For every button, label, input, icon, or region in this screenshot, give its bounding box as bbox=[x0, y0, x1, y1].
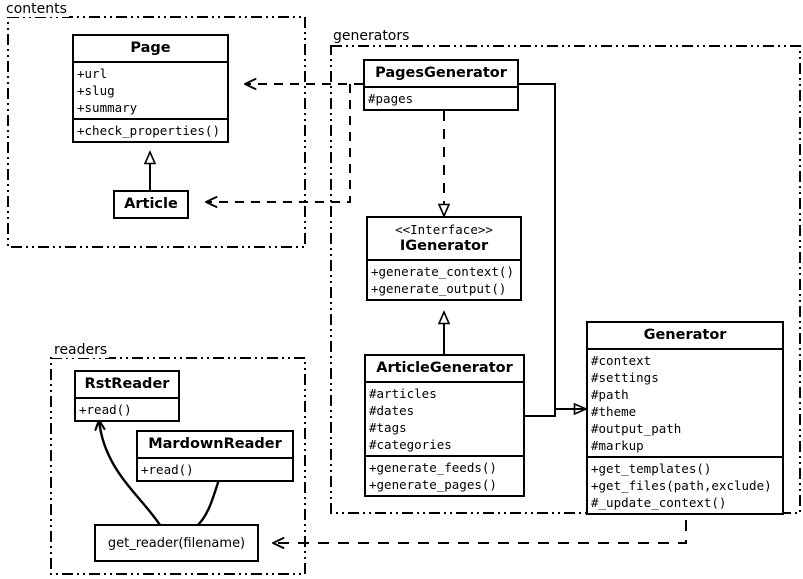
class-box-article[interactable]: Article bbox=[113, 190, 189, 220]
method-check-properties: +check_properties() bbox=[77, 123, 220, 139]
method-generate-output: +generate_output() bbox=[371, 280, 507, 296]
method-update-context: #_update_context() bbox=[591, 495, 727, 511]
class-box-page[interactable]: Page +url +slug +summary +check_properti… bbox=[72, 34, 229, 144]
class-methods-igenerator: +generate_context() +generate_output() bbox=[368, 258, 520, 299]
relation-pagesgenerator-extends-generator bbox=[519, 83, 586, 409]
relation-articlegenerator-extends-generator bbox=[525, 408, 586, 417]
attribute-markup: #markup bbox=[591, 438, 644, 454]
function-label-get-reader: get_reader(filename) bbox=[107, 535, 246, 551]
class-name-igenerator-text: IGenerator bbox=[399, 237, 489, 254]
function-box-get-reader[interactable]: get_reader(filename) bbox=[94, 524, 259, 562]
attribute-tags: #tags bbox=[369, 420, 407, 436]
attribute-url: +url bbox=[77, 66, 108, 82]
class-box-pagesgenerator[interactable]: PagesGenerator #pages bbox=[363, 59, 519, 112]
class-methods-rstreader: +read() bbox=[76, 397, 178, 420]
class-name-page: Page bbox=[130, 40, 171, 56]
class-name-mardownreader: MardownReader bbox=[148, 436, 282, 452]
class-box-mardownreader[interactable]: MardownReader +read() bbox=[136, 430, 294, 483]
class-methods-page: +check_properties() bbox=[74, 118, 227, 141]
attribute-summary: +summary bbox=[77, 100, 138, 116]
class-methods-mardownreader: +read() bbox=[138, 457, 292, 480]
class-name-article: Article bbox=[124, 196, 178, 212]
method-read-mardown: +read() bbox=[141, 462, 194, 478]
attribute-slug: +slug bbox=[77, 83, 115, 99]
method-generate-feeds: +generate_feeds() bbox=[369, 460, 497, 476]
method-get-templates: +get_templates() bbox=[591, 461, 712, 477]
class-name-generator: Generator bbox=[643, 327, 727, 343]
class-name-igenerator: <<Interface>> IGenerator bbox=[368, 218, 520, 259]
class-stereotype-igenerator: <<Interface>> bbox=[395, 222, 493, 237]
class-attributes-generator: #context #settings #path #theme #output_… bbox=[588, 348, 782, 456]
package-label-contents: contents bbox=[4, 1, 69, 17]
attribute-theme: #theme bbox=[591, 404, 637, 420]
attribute-dates: #dates bbox=[369, 403, 415, 419]
method-generate-pages: +generate_pages() bbox=[369, 477, 497, 493]
class-box-rstreader[interactable]: RstReader +read() bbox=[74, 370, 180, 423]
attribute-context: #context bbox=[591, 353, 652, 369]
attribute-pages: #pages bbox=[368, 91, 414, 107]
class-name-rstreader: RstReader bbox=[84, 376, 170, 392]
class-box-generator[interactable]: Generator #context #settings #path #them… bbox=[586, 321, 784, 516]
method-read-rst: +read() bbox=[79, 402, 132, 418]
attribute-settings: #settings bbox=[591, 370, 659, 386]
class-name-articlegenerator: ArticleGenerator bbox=[376, 360, 513, 376]
class-name-pagesgenerator: PagesGenerator bbox=[375, 65, 507, 81]
class-attributes-articlegenerator: #articles #dates #tags #categories bbox=[366, 381, 523, 455]
attribute-path: #path bbox=[591, 387, 629, 403]
class-box-igenerator[interactable]: <<Interface>> IGenerator +generate_conte… bbox=[366, 216, 522, 301]
class-attributes-pagesgenerator: #pages bbox=[365, 86, 517, 109]
package-label-generators: generators bbox=[331, 28, 412, 44]
method-generate-context: +generate_context() bbox=[371, 263, 514, 279]
method-get-files: +get_files(path,exclude) bbox=[591, 478, 772, 494]
class-methods-generator: +get_templates() +get_files(path,exclude… bbox=[588, 456, 782, 513]
class-methods-articlegenerator: +generate_feeds() +generate_pages() bbox=[366, 455, 523, 495]
class-box-articlegenerator[interactable]: ArticleGenerator #articles #dates #tags … bbox=[364, 354, 525, 498]
class-attributes-page: +url +slug +summary bbox=[74, 61, 227, 118]
attribute-articles: #articles bbox=[369, 386, 437, 402]
package-label-readers: readers bbox=[52, 342, 110, 358]
attribute-output-path: #output_path bbox=[591, 421, 682, 437]
attribute-categories: #categories bbox=[369, 437, 452, 453]
